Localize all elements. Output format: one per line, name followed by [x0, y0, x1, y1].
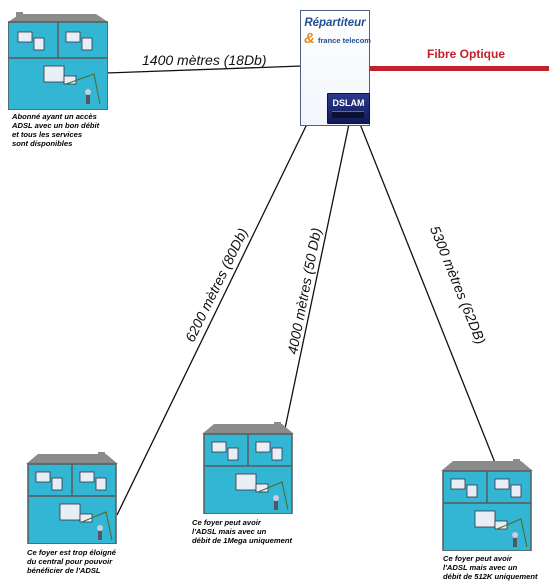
fibre-optique-cable: [370, 66, 549, 71]
dslam-slot: [332, 111, 364, 118]
france-telecom-logo: & france telecom: [304, 30, 371, 48]
ampersand-logo-icon: &: [304, 30, 315, 47]
dslam-device: DSLAM: [327, 93, 370, 124]
link-line-top: [105, 65, 303, 74]
house-caption-left: Ce foyer est trop éloigné du central pou…: [27, 548, 117, 575]
house-icon: [26, 452, 118, 544]
house-icon: [8, 12, 108, 110]
fibre-optique-label: Fibre Optique: [427, 47, 505, 61]
house-caption-top: Abonné ayant un accès ADSL avec un bon d…: [12, 112, 100, 148]
house-subscriber-good: [8, 12, 108, 110]
house-caption-right: Ce foyer peut avoir l'ADSL mais avec un …: [443, 554, 538, 581]
house-caption-middle: Ce foyer peut avoir l'ADSL mais avec un …: [192, 518, 292, 545]
dslam-label: DSLAM: [332, 98, 365, 108]
house-too-far: [26, 452, 118, 544]
link-line-right: [359, 123, 520, 524]
house-1mega: [202, 422, 294, 514]
repartiteur-title: Répartiteur: [304, 17, 366, 29]
house-512k: [441, 459, 533, 551]
house-icon: [202, 422, 294, 514]
france-telecom-text: france telecom: [318, 36, 371, 45]
repartiteur-box: Répartiteur & france telecom DSLAM: [300, 10, 371, 126]
distance-label-top: 1400 mètres (18Db): [142, 52, 267, 68]
link-line-left: [116, 123, 308, 516]
house-icon: [441, 459, 533, 551]
